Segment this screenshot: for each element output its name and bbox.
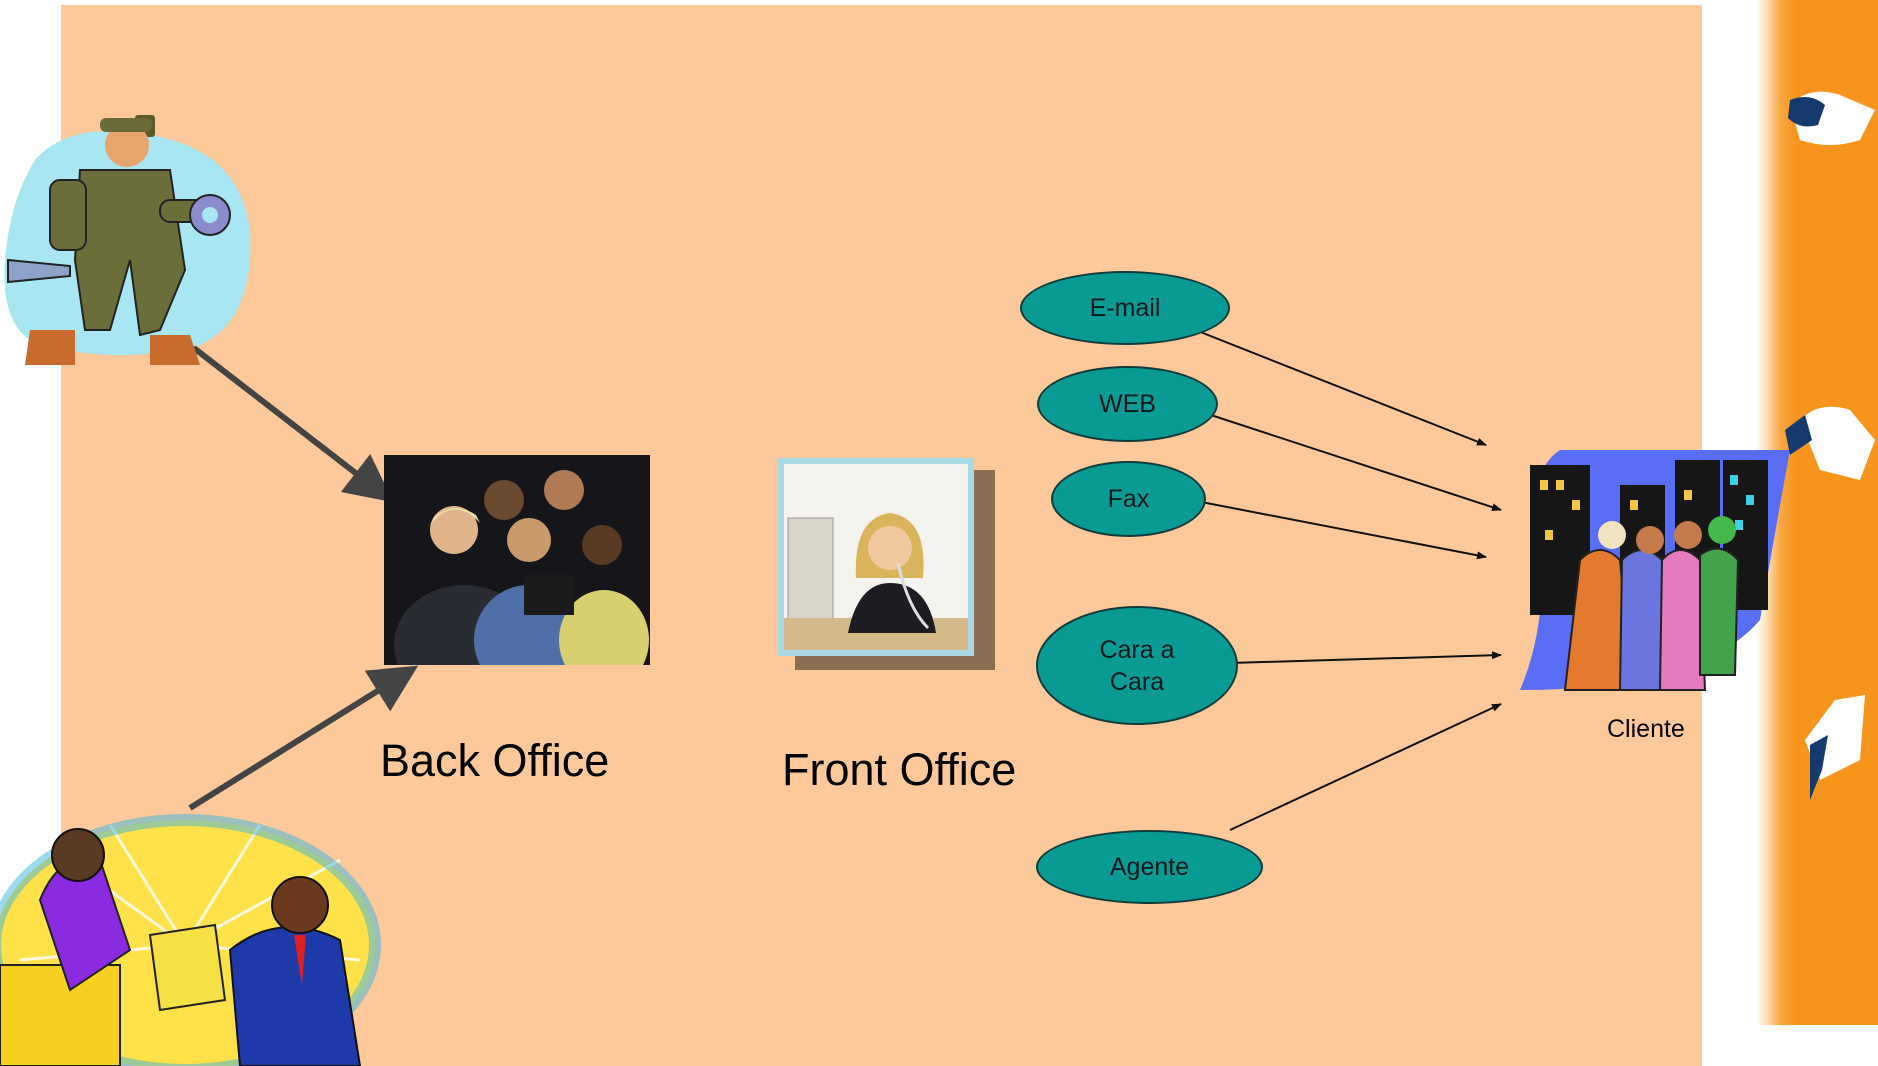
channel-face-to-face-label: Cara a Cara xyxy=(1099,635,1175,696)
channel-agent: Agente xyxy=(1036,830,1263,904)
channel-web: WEB xyxy=(1037,366,1218,442)
channel-fax-label: Fax xyxy=(1107,485,1150,513)
back-office-label: Back Office xyxy=(380,735,610,786)
arrow-cara-to-client xyxy=(1229,651,1502,664)
team-meeting-photo xyxy=(384,455,650,665)
arrow-email-to-client xyxy=(1164,317,1487,446)
arrow-fax-to-client xyxy=(1164,494,1487,560)
receptionist-phone-photo xyxy=(778,458,974,656)
arrow-handshake-to-backoffice xyxy=(188,665,419,811)
arrow-mechanic-to-backoffice xyxy=(188,342,394,503)
hand-marker-icon xyxy=(1805,695,1865,800)
front-office-label: Front Office xyxy=(782,744,1017,795)
channel-fax: Fax xyxy=(1051,461,1206,537)
client-label: Cliente xyxy=(1607,715,1685,743)
channel-agent-label: Agente xyxy=(1109,853,1190,881)
channel-web-label: WEB xyxy=(1099,390,1156,418)
arrow-web-to-client xyxy=(1164,399,1502,512)
arrow-agente-to-client xyxy=(1229,703,1502,831)
channel-face-to-face: Cara a Cara xyxy=(1036,606,1238,725)
channel-email: E-mail xyxy=(1020,271,1230,345)
channel-email-label: E-mail xyxy=(1089,294,1161,322)
hand-pen-icon xyxy=(1788,91,1875,145)
hand-brush-icon xyxy=(1785,406,1875,480)
